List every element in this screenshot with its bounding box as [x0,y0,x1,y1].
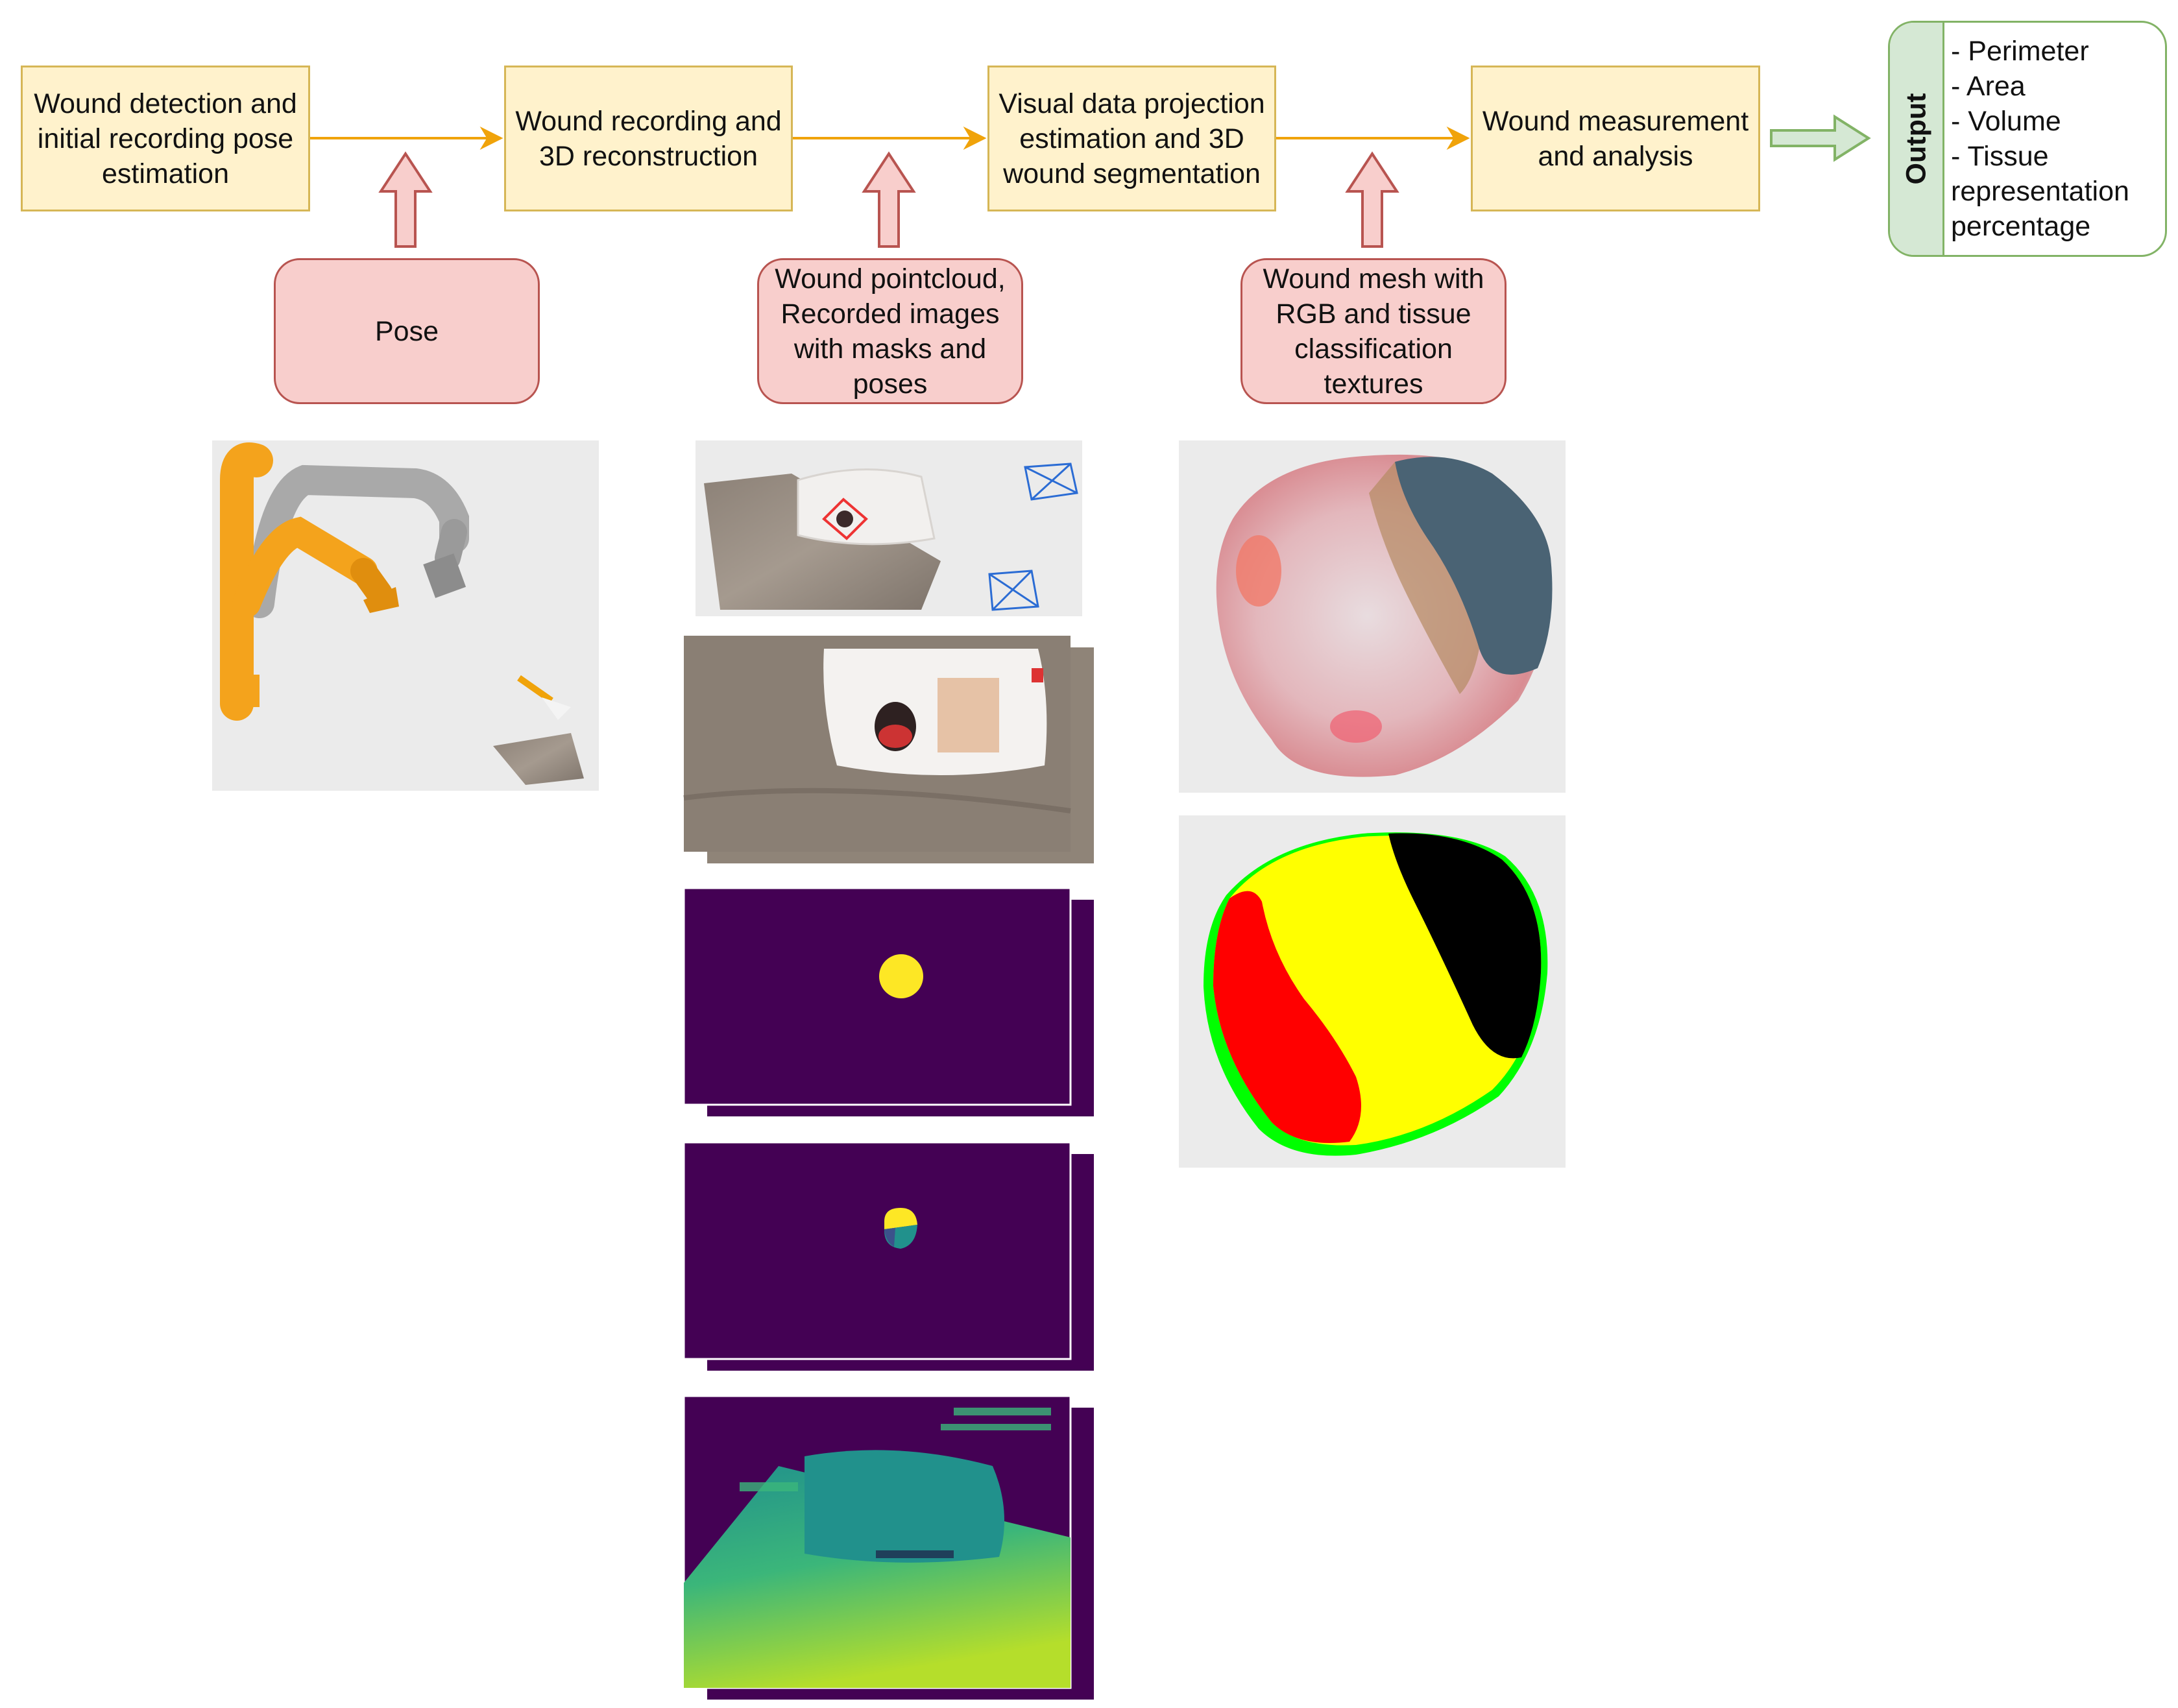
input-arrows [378,151,1399,248]
robot-arm-pose-render [212,440,599,791]
recorded-rgb-images [683,636,1094,863]
wound-mesh-tissue-classification [1179,815,1566,1168]
input-arrow-mesh [1345,151,1399,248]
input-wound-pointcloud: Wound pointcloud, Recorded images with m… [757,258,1023,404]
output-title: Output [1900,93,1932,185]
output-item-tissue: - Tissue [1951,141,2049,172]
output-panel: Output - Perimeter - Area - Volume - Tis… [1888,21,2167,257]
output-item-area: - Area [1951,71,2026,102]
input-wound-mesh: Wound mesh with RGB and tissue classific… [1240,258,1506,404]
output-item-volume: - Volume [1951,106,2061,137]
wound-mask-images [683,887,1094,1116]
input-pose: Pose [274,258,540,404]
input-arrow-pose [378,151,433,248]
depth-images [683,1395,1094,1700]
output-item-representation: representation [1951,176,2129,207]
wound-mesh-rgb-texture [1179,440,1566,793]
step-visual-projection: Visual data projection estimation and 3D… [987,66,1276,211]
step-wound-measurement: Wound measurement and analysis [1471,66,1760,211]
step-wound-detection: Wound detection and initial recording po… [21,66,310,211]
input-arrow-pointcloud [862,151,916,248]
output-metrics-list: - Perimeter - Area - Volume - Tissue rep… [1944,23,2165,255]
pointcloud-with-camera-poses [696,440,1082,616]
output-item-percentage: percentage [1951,211,2091,242]
tissue-segmentation-masks [683,1141,1094,1371]
output-title-tab: Output [1890,23,1944,255]
output-item-perimeter: - Perimeter [1951,36,2089,67]
output-block-arrow [1770,114,1871,162]
step-wound-recording: Wound recording and 3D reconstruction [504,66,793,211]
